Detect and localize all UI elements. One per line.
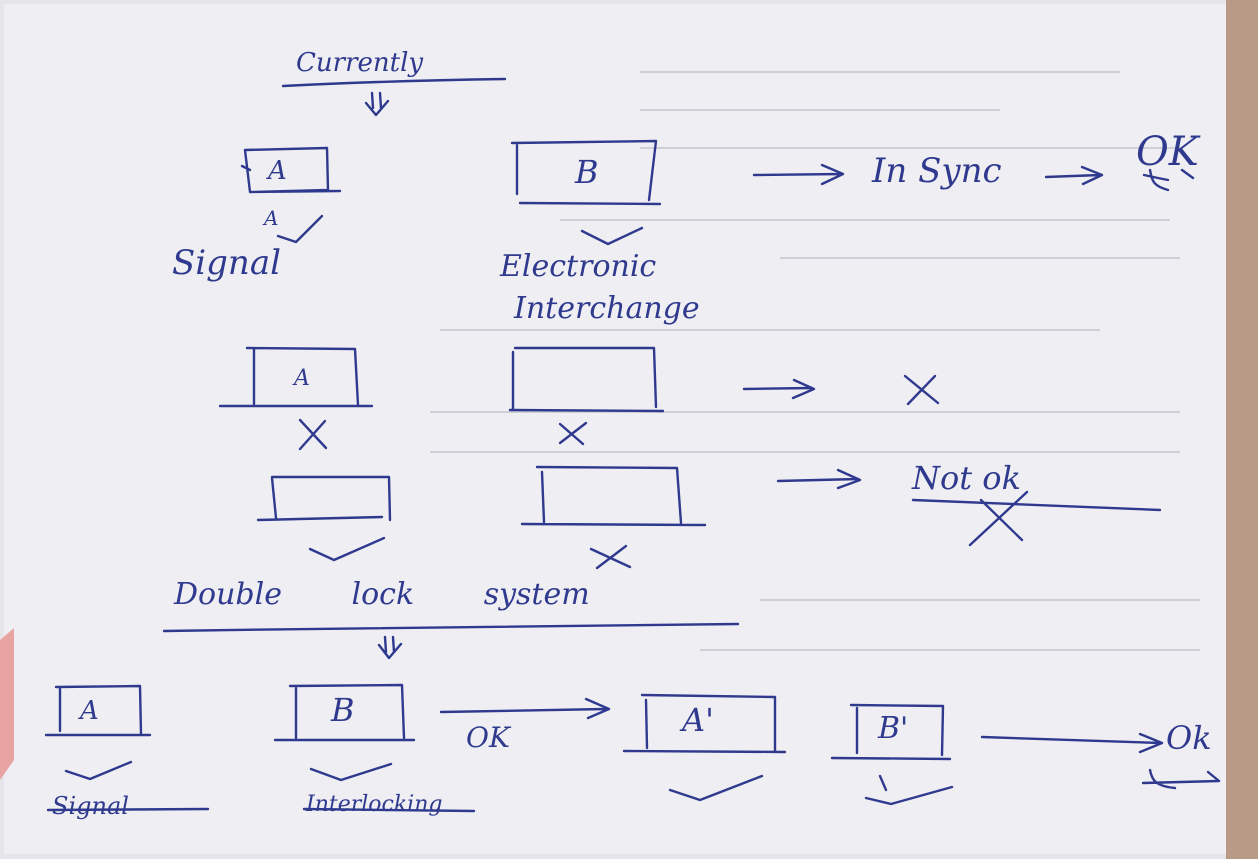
strike-label-b: [302, 807, 476, 813]
outcome-ok-underscribble: [1142, 168, 1195, 192]
row1-result-in-sync: In Sync: [872, 151, 1002, 191]
box-a-row1-label: A: [268, 156, 287, 186]
row3-result-not-ok: Not ok: [912, 459, 1021, 497]
box-empty-b-row3: [520, 465, 707, 527]
section2-heading: Double lock system: [174, 577, 590, 612]
section2-underline: [162, 622, 740, 633]
cross-b-row3-icon: [589, 544, 632, 570]
cross-result-row2-icon: [903, 374, 940, 406]
arrow-row1b: [1044, 165, 1104, 186]
tick-mark-small: [878, 774, 888, 792]
label-electronic: Electronic: [500, 249, 657, 284]
box-b-prime: [830, 703, 952, 761]
page-edge-right: [1226, 0, 1258, 859]
page-edge-left-mark: [0, 628, 14, 780]
arrow-outcome-section2: [980, 732, 1164, 754]
check-a-row1: [276, 214, 324, 244]
label-signal: Signal: [172, 243, 281, 283]
box-b-section2-label: B: [331, 691, 355, 729]
box-a-row1-mark: A: [264, 206, 279, 230]
arrow-label-ok: OK: [466, 721, 510, 754]
down-arrow-icon: [364, 91, 390, 117]
label-interchange: Interchange: [514, 291, 700, 326]
outcome-ok-underscribble-2: [1141, 768, 1221, 790]
check-b-prime: [864, 785, 954, 806]
check-a-prime: [668, 774, 764, 802]
heading-underline: [281, 77, 507, 88]
not-ok-strike-line: [911, 498, 1162, 512]
box-b-row1-label: B: [575, 153, 599, 191]
box-a-row2-label: A: [294, 366, 310, 391]
box-a-row1: [240, 146, 342, 194]
box-a-row2: [218, 346, 374, 408]
box-b-row1: [510, 139, 662, 206]
box-empty-a-row3: [256, 475, 392, 522]
heading-currently: Currently: [296, 48, 424, 78]
label-interlocking-struck: Interlocking: [306, 792, 443, 817]
cross-b-row2-icon: [558, 421, 588, 446]
strike-label-a: [46, 807, 210, 812]
cross-a-row2-icon: [298, 418, 328, 451]
arrow-row3: [776, 468, 862, 490]
cross-result-row3-icon: [968, 490, 1029, 547]
arrow-section2: [439, 697, 611, 720]
check-a-section2: [64, 760, 133, 781]
box-b-section2: [273, 683, 416, 742]
arrow-row1: [752, 163, 845, 186]
paper-sheet: [4, 4, 1226, 854]
check-a-row3: [308, 536, 386, 562]
box-empty-row2: [508, 346, 665, 413]
show-through-lines: [430, 71, 1200, 651]
box-a-section2-label: A: [80, 696, 99, 726]
down-arrow-2-icon: [377, 635, 403, 660]
arrow-row2: [742, 378, 816, 400]
box-a-section2: [44, 684, 152, 737]
check-b-section2: [309, 762, 393, 782]
box-a-prime-label: A': [682, 701, 714, 739]
box-b-prime-label: B': [878, 711, 909, 746]
row1-outcome-ok: OK: [1136, 129, 1199, 175]
section2-outcome-ok: Ok: [1166, 719, 1212, 757]
label-signal-struck: Signal: [52, 792, 129, 820]
box-a-prime: [622, 693, 787, 754]
check-b-row1: [580, 226, 644, 246]
